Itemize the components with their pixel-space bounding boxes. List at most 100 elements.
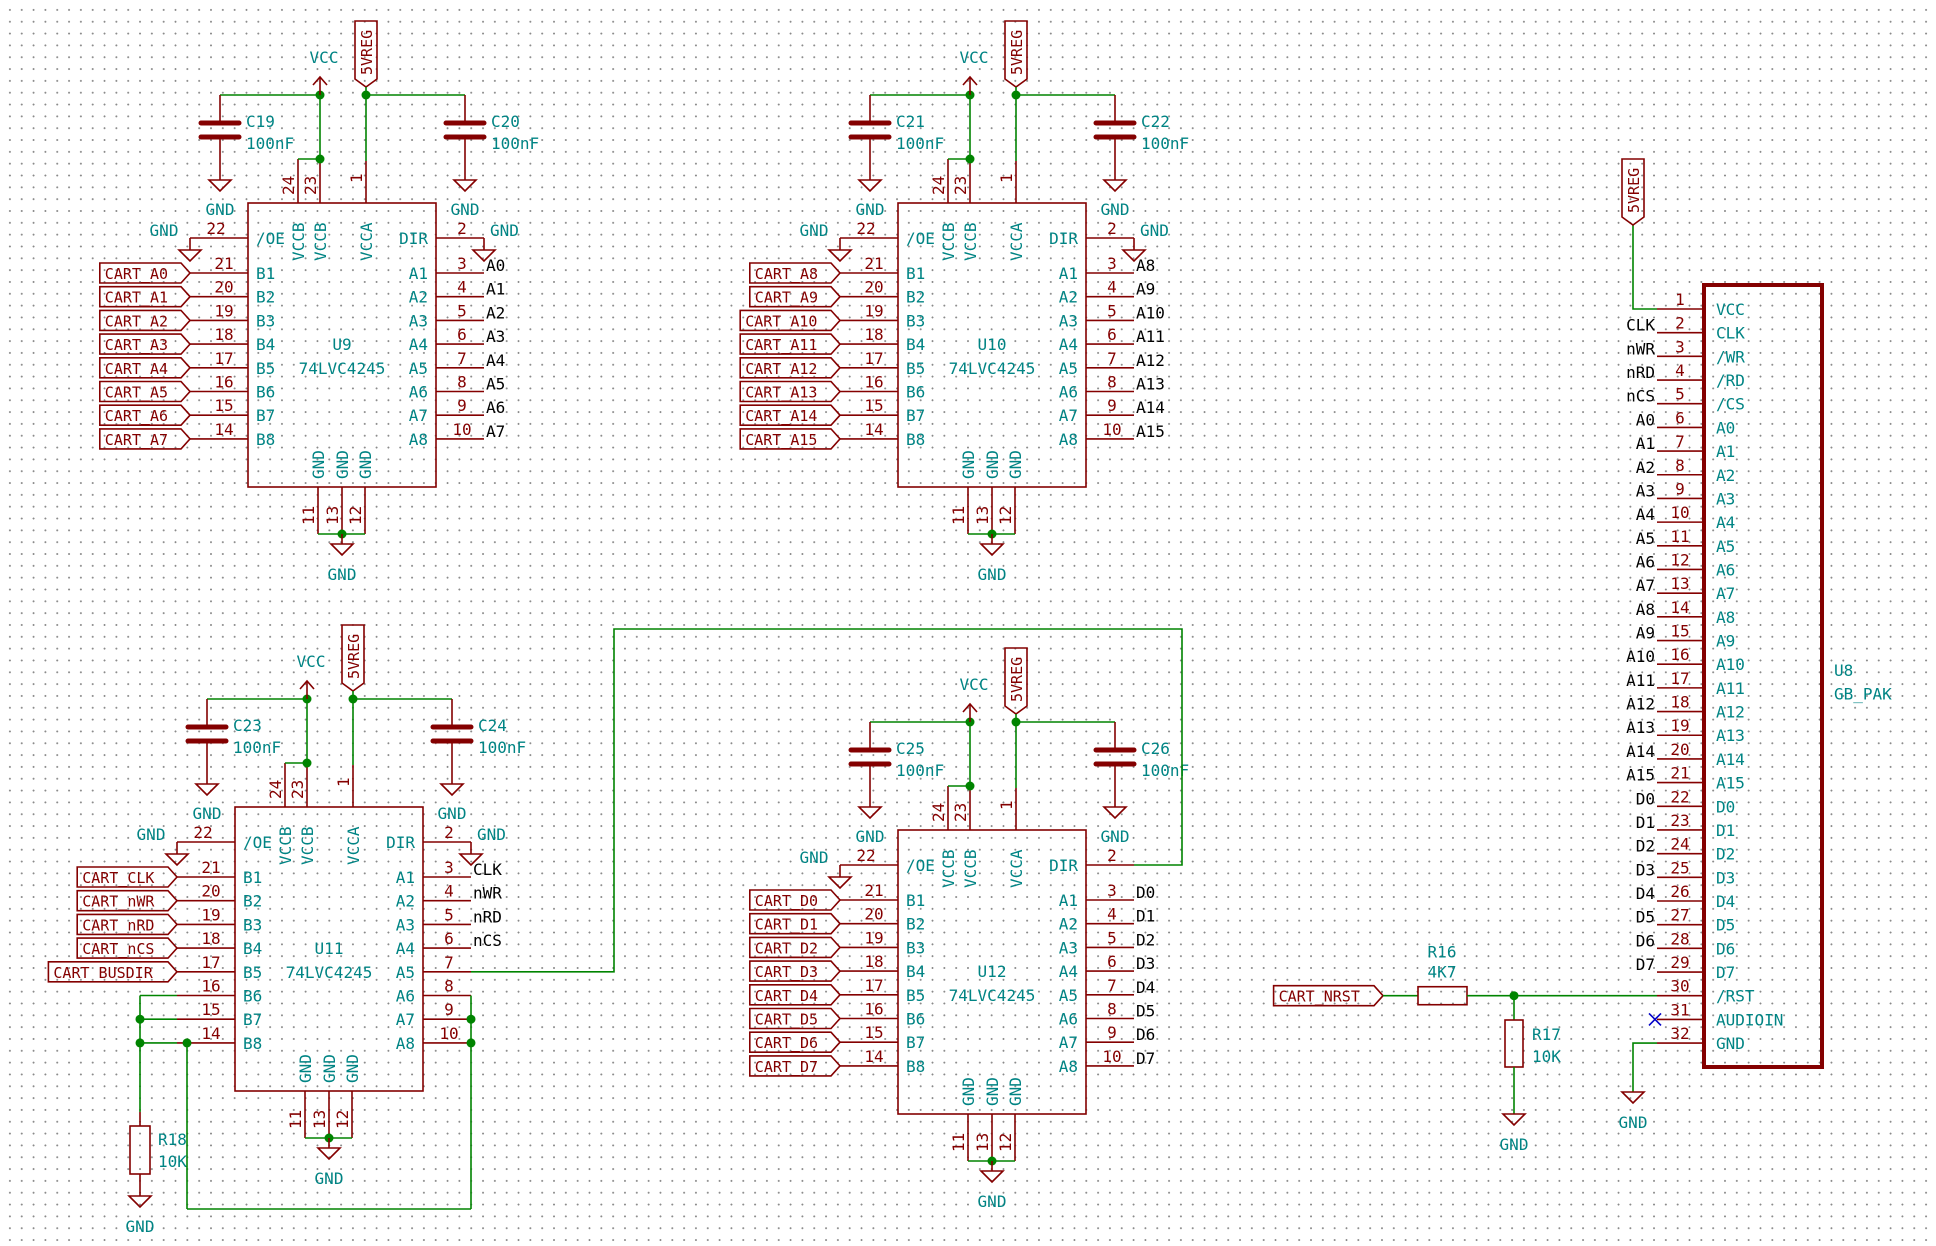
pin-number: 4 <box>1675 361 1685 380</box>
pin-name: B7 <box>243 1010 262 1029</box>
pin-name: GND <box>320 1054 339 1083</box>
pin-number: 2 <box>1107 846 1117 865</box>
cap-ref: C22 <box>1141 112 1170 131</box>
pin-name: GND <box>1006 450 1025 479</box>
pin-name: B2 <box>906 915 925 934</box>
net-label: A1 <box>1636 434 1655 453</box>
pin-number: 15 <box>1670 622 1689 641</box>
global-label-text: CART_nRD <box>82 916 154 934</box>
net-label: D3 <box>1136 954 1155 973</box>
ground-symbol: GND <box>315 1147 343 1188</box>
5vreg-label: 5VREG <box>1004 20 1028 88</box>
net-label: A6 <box>486 398 505 417</box>
pin-name: GND <box>1716 1034 1745 1053</box>
global-label-flag <box>76 866 179 888</box>
pin-number: 12 <box>996 506 1015 525</box>
net-label: nCS <box>473 931 502 950</box>
ground-icon <box>857 806 883 820</box>
ground-symbol <box>177 249 203 263</box>
ground-label: GND <box>1619 1113 1648 1132</box>
5vreg-flag <box>1621 158 1645 226</box>
cap-ref: C23 <box>233 716 262 735</box>
net-label: D2 <box>1636 837 1655 856</box>
resistor-ref: R17 <box>1532 1025 1561 1044</box>
connector-pin: 30/RST <box>1657 977 1755 1006</box>
junction-dot <box>466 1014 476 1024</box>
global-label: CART_D2 <box>748 936 842 959</box>
pin-name: VCCB <box>298 826 317 865</box>
pin-number: 18 <box>1670 693 1689 712</box>
ground-label: GND <box>800 848 829 867</box>
ground-label: GND <box>800 221 829 240</box>
pin-number: 7 <box>1107 349 1117 368</box>
pin-name: D3 <box>1716 868 1735 887</box>
pin-number: 12 <box>333 1110 352 1129</box>
nc <box>1648 1012 1662 1026</box>
pin-number: 19 <box>864 301 883 320</box>
vcc-arrow-icon <box>962 702 978 713</box>
pin-number: 19 <box>214 301 233 320</box>
ground-icon <box>827 876 853 890</box>
cap-value: 100nF <box>896 134 944 153</box>
global-label: CART_nCS <box>76 937 179 959</box>
pin-number: 10 <box>1102 420 1121 439</box>
pin-number: 17 <box>864 349 883 368</box>
pin-number: 6 <box>1107 952 1117 971</box>
pin-name: B2 <box>906 288 925 307</box>
pin-name: DIR <box>1049 856 1078 875</box>
pin-number: 20 <box>864 278 883 297</box>
global-label-text: CART_A14 <box>745 407 817 425</box>
pin-number: 24 <box>279 176 298 195</box>
pin-number: 20 <box>1670 740 1689 759</box>
pin-number: 23 <box>288 780 307 799</box>
net-label: A11 <box>1626 671 1655 690</box>
global-label-text: CART_A4 <box>105 360 168 378</box>
pin-number: 14 <box>864 1047 883 1066</box>
net-label: D4 <box>1136 978 1155 997</box>
global-label: CART_NRST <box>1272 984 1385 1007</box>
pin-number: 23 <box>1670 811 1689 830</box>
pin-name: VCCA <box>1007 849 1026 888</box>
global-label-text: CART_D7 <box>755 1058 818 1076</box>
pin-name: B2 <box>256 288 275 307</box>
pin-name: VCCB <box>311 222 330 261</box>
pin-number: 6 <box>444 929 454 948</box>
global-label-text: CART_A12 <box>745 360 817 378</box>
ground-label: GND <box>328 565 357 584</box>
ground-icon <box>194 783 220 797</box>
global-label-text: CART_D6 <box>755 1034 818 1052</box>
pin-name: GND <box>296 1054 315 1083</box>
ground-symbol <box>439 783 465 797</box>
ground-label: GND <box>206 200 235 219</box>
ground-label: GND <box>1101 827 1130 846</box>
pin-number: 6 <box>1107 325 1117 344</box>
pin-name: A8 <box>396 1034 415 1053</box>
pin-number: 10 <box>439 1024 458 1043</box>
pin-number: 23 <box>951 176 970 195</box>
5vreg-text: 5VREG <box>1008 657 1026 702</box>
pin-name: GND <box>309 450 328 479</box>
cap-ref: C19 <box>246 112 275 131</box>
global-label-flag <box>739 404 842 427</box>
ground-label: GND <box>477 825 506 844</box>
5vreg-text: 5VREG <box>345 634 363 679</box>
pin-number: 21 <box>864 254 883 273</box>
net-label: A10 <box>1626 647 1655 666</box>
net-label: D5 <box>1636 908 1655 927</box>
pin-name: B5 <box>906 359 925 378</box>
global-label-text: CART_A7 <box>105 431 168 449</box>
global-label-text: CART_BUSDIR <box>53 964 153 982</box>
global-label-text: CART_A5 <box>105 384 168 402</box>
pin-number: 10 <box>1102 1047 1121 1066</box>
pin-name: B6 <box>906 1010 925 1029</box>
ic-ref: U12 <box>978 962 1007 981</box>
pin-number: 22 <box>1670 787 1689 806</box>
pin-number: 21 <box>1670 764 1689 783</box>
